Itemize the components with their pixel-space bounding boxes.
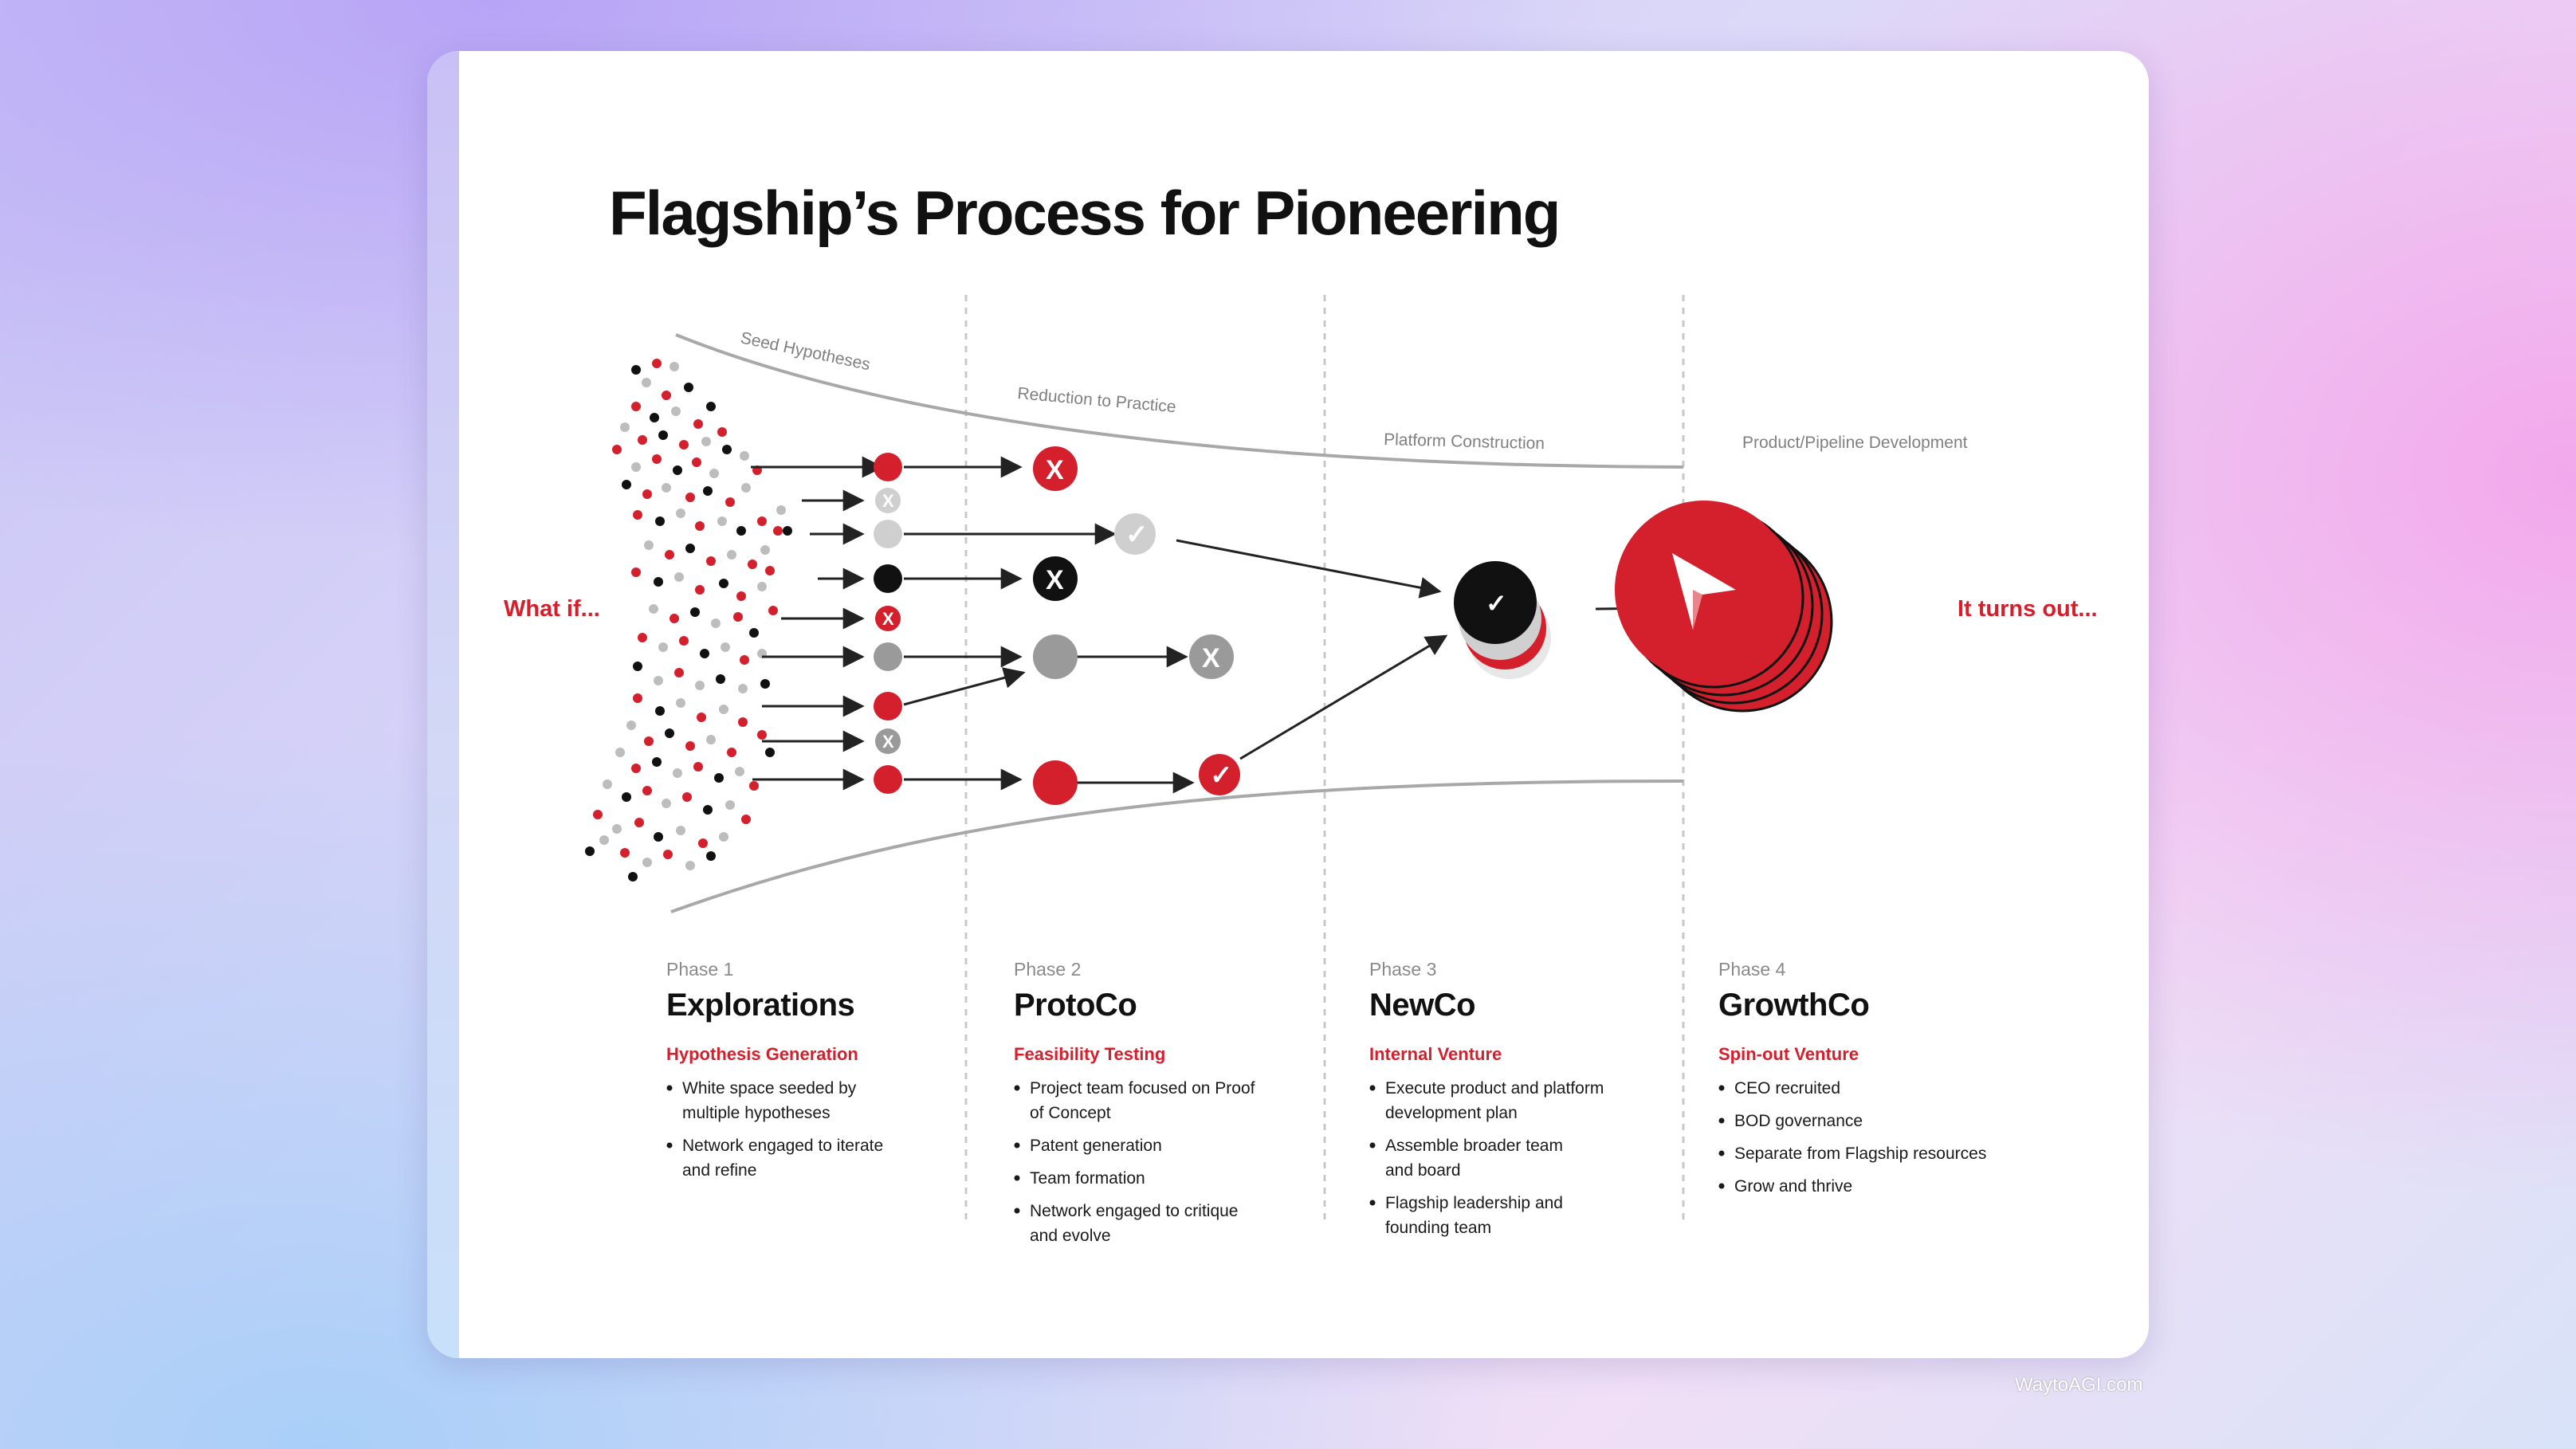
hypothesis-dot-cloud [585, 359, 792, 882]
node-rejected [875, 606, 901, 631]
bullet-text: of Concept [1030, 1104, 1111, 1122]
node-black [874, 564, 902, 593]
phase-name: ProtoCo [1014, 988, 1137, 1023]
check-icon: ✓ [1125, 520, 1149, 550]
bullet-text: Flagship leadership and [1385, 1194, 1563, 1212]
bullet-text: development plan [1385, 1104, 1518, 1122]
slide-card: Flagship’s Process for Pioneering Seed H… [427, 51, 2149, 1358]
phase-subtitle: Spin-out Venture [1718, 1044, 1859, 1064]
node-rejected [1189, 634, 1234, 679]
bullet-dot [666, 1142, 673, 1149]
bullet-dot [1718, 1150, 1725, 1156]
phase-subtitle: Internal Venture [1369, 1044, 1502, 1064]
node-red [874, 453, 902, 481]
what-if-label: What if... [504, 596, 600, 622]
platform-construction-label: Platform Construction [1384, 430, 1545, 453]
bullet-dot [1718, 1117, 1725, 1124]
bullet-text: founding team [1385, 1219, 1491, 1237]
bullet-text: CEO recruited [1734, 1079, 1840, 1098]
reduction-to-practice-label: Reduction to Practice [1017, 384, 1177, 416]
funnel-bottom-curve [670, 779, 1684, 913]
phase1-nodes: X X X [874, 453, 902, 794]
bullet-dot [1014, 1208, 1020, 1214]
phase-subtitle: Feasibility Testing [1014, 1044, 1165, 1064]
phase-number: Phase 2 [1014, 959, 1081, 980]
phase-name: Explorations [666, 988, 854, 1023]
node-light [874, 520, 902, 548]
x-mark-icon: X [882, 732, 894, 752]
funnel-top-curve [675, 333, 1684, 469]
bullet-dot [1718, 1085, 1725, 1091]
node-red [874, 692, 902, 721]
bullet-dot [1718, 1183, 1725, 1189]
bullet-text: multiple hypotheses [682, 1104, 831, 1122]
growthco-node-stack [1615, 501, 1833, 713]
bullet-text: Network engaged to iterate [682, 1137, 883, 1155]
check-icon: ✓ [1210, 760, 1233, 791]
bullet-dot [1014, 1175, 1020, 1181]
bullet-dot [1369, 1142, 1376, 1149]
bullet-text: Assemble broader team [1385, 1137, 1563, 1155]
node-red [1033, 760, 1078, 805]
phase-number: Phase 3 [1369, 959, 1436, 980]
node-grey [1033, 634, 1078, 679]
phase-number: Phase 1 [666, 959, 733, 980]
bullet-text: BOD governance [1734, 1112, 1863, 1130]
phase-name: GrowthCo [1718, 988, 1869, 1023]
bullet-text: Execute product and platform [1385, 1079, 1604, 1098]
bullet-dot [1014, 1142, 1020, 1149]
node-rejected [875, 488, 901, 513]
slide-title: Flagship’s Process for Pioneering [609, 178, 1559, 248]
bullet-text: White space seeded by [682, 1079, 857, 1098]
it-turns-out-label: It turns out... [1958, 596, 2098, 622]
bullet-text: and refine [682, 1161, 756, 1180]
card-edge-strip [427, 51, 459, 1358]
newco-node-stack: ✓ [1454, 561, 1551, 679]
bullet-dot [1014, 1085, 1020, 1091]
phase-name: NewCo [1369, 988, 1475, 1023]
bullet-dot [1369, 1200, 1376, 1206]
phase-number: Phase 4 [1718, 959, 1786, 980]
phase-subtitle: Hypothesis Generation [666, 1044, 858, 1064]
x-mark-icon: X [1202, 643, 1220, 673]
bullet-text: Patent generation [1030, 1137, 1162, 1155]
flagship-logo-icon [1672, 553, 1736, 630]
node-red [874, 765, 902, 794]
process-diagram: Flagship’s Process for Pioneering Seed H… [504, 178, 2098, 1245]
x-mark-icon: X [1046, 455, 1064, 485]
phase2-nodes: X ✓ X X ✓ [1033, 446, 1240, 805]
bullet-text: Project team focused on Proof [1030, 1079, 1255, 1098]
phase1-arrows [751, 456, 884, 791]
bullet-text: Network engaged to critique [1030, 1202, 1239, 1220]
x-mark-icon: X [882, 491, 894, 511]
phase2-arrows [903, 456, 1195, 794]
bullet-dot [1369, 1085, 1376, 1091]
watermark: WaytoAGI.com [2015, 1374, 2143, 1396]
x-mark-icon: X [1046, 565, 1064, 595]
bullet-text: Grow and thrive [1734, 1177, 1852, 1196]
node-grey [874, 642, 902, 671]
node-accepted [1114, 513, 1156, 555]
x-mark-icon: X [882, 609, 894, 629]
bullet-dot [666, 1085, 673, 1091]
bullet-text: and board [1385, 1161, 1461, 1180]
phase-dividers [964, 295, 1685, 1223]
product-pipeline-label: Product/Pipeline Development [1742, 434, 1968, 452]
bullet-text: Team formation [1030, 1169, 1145, 1188]
node-rejected [1033, 446, 1078, 491]
bullet-text: Separate from Flagship resources [1734, 1145, 1986, 1163]
node-accepted [1199, 754, 1240, 795]
node-rejected [875, 728, 901, 754]
check-icon: ✓ [1486, 589, 1507, 618]
node-rejected [1033, 556, 1078, 601]
bullet-text: and evolve [1030, 1227, 1111, 1245]
seed-hypotheses-label: Seed Hypotheses [739, 328, 872, 374]
